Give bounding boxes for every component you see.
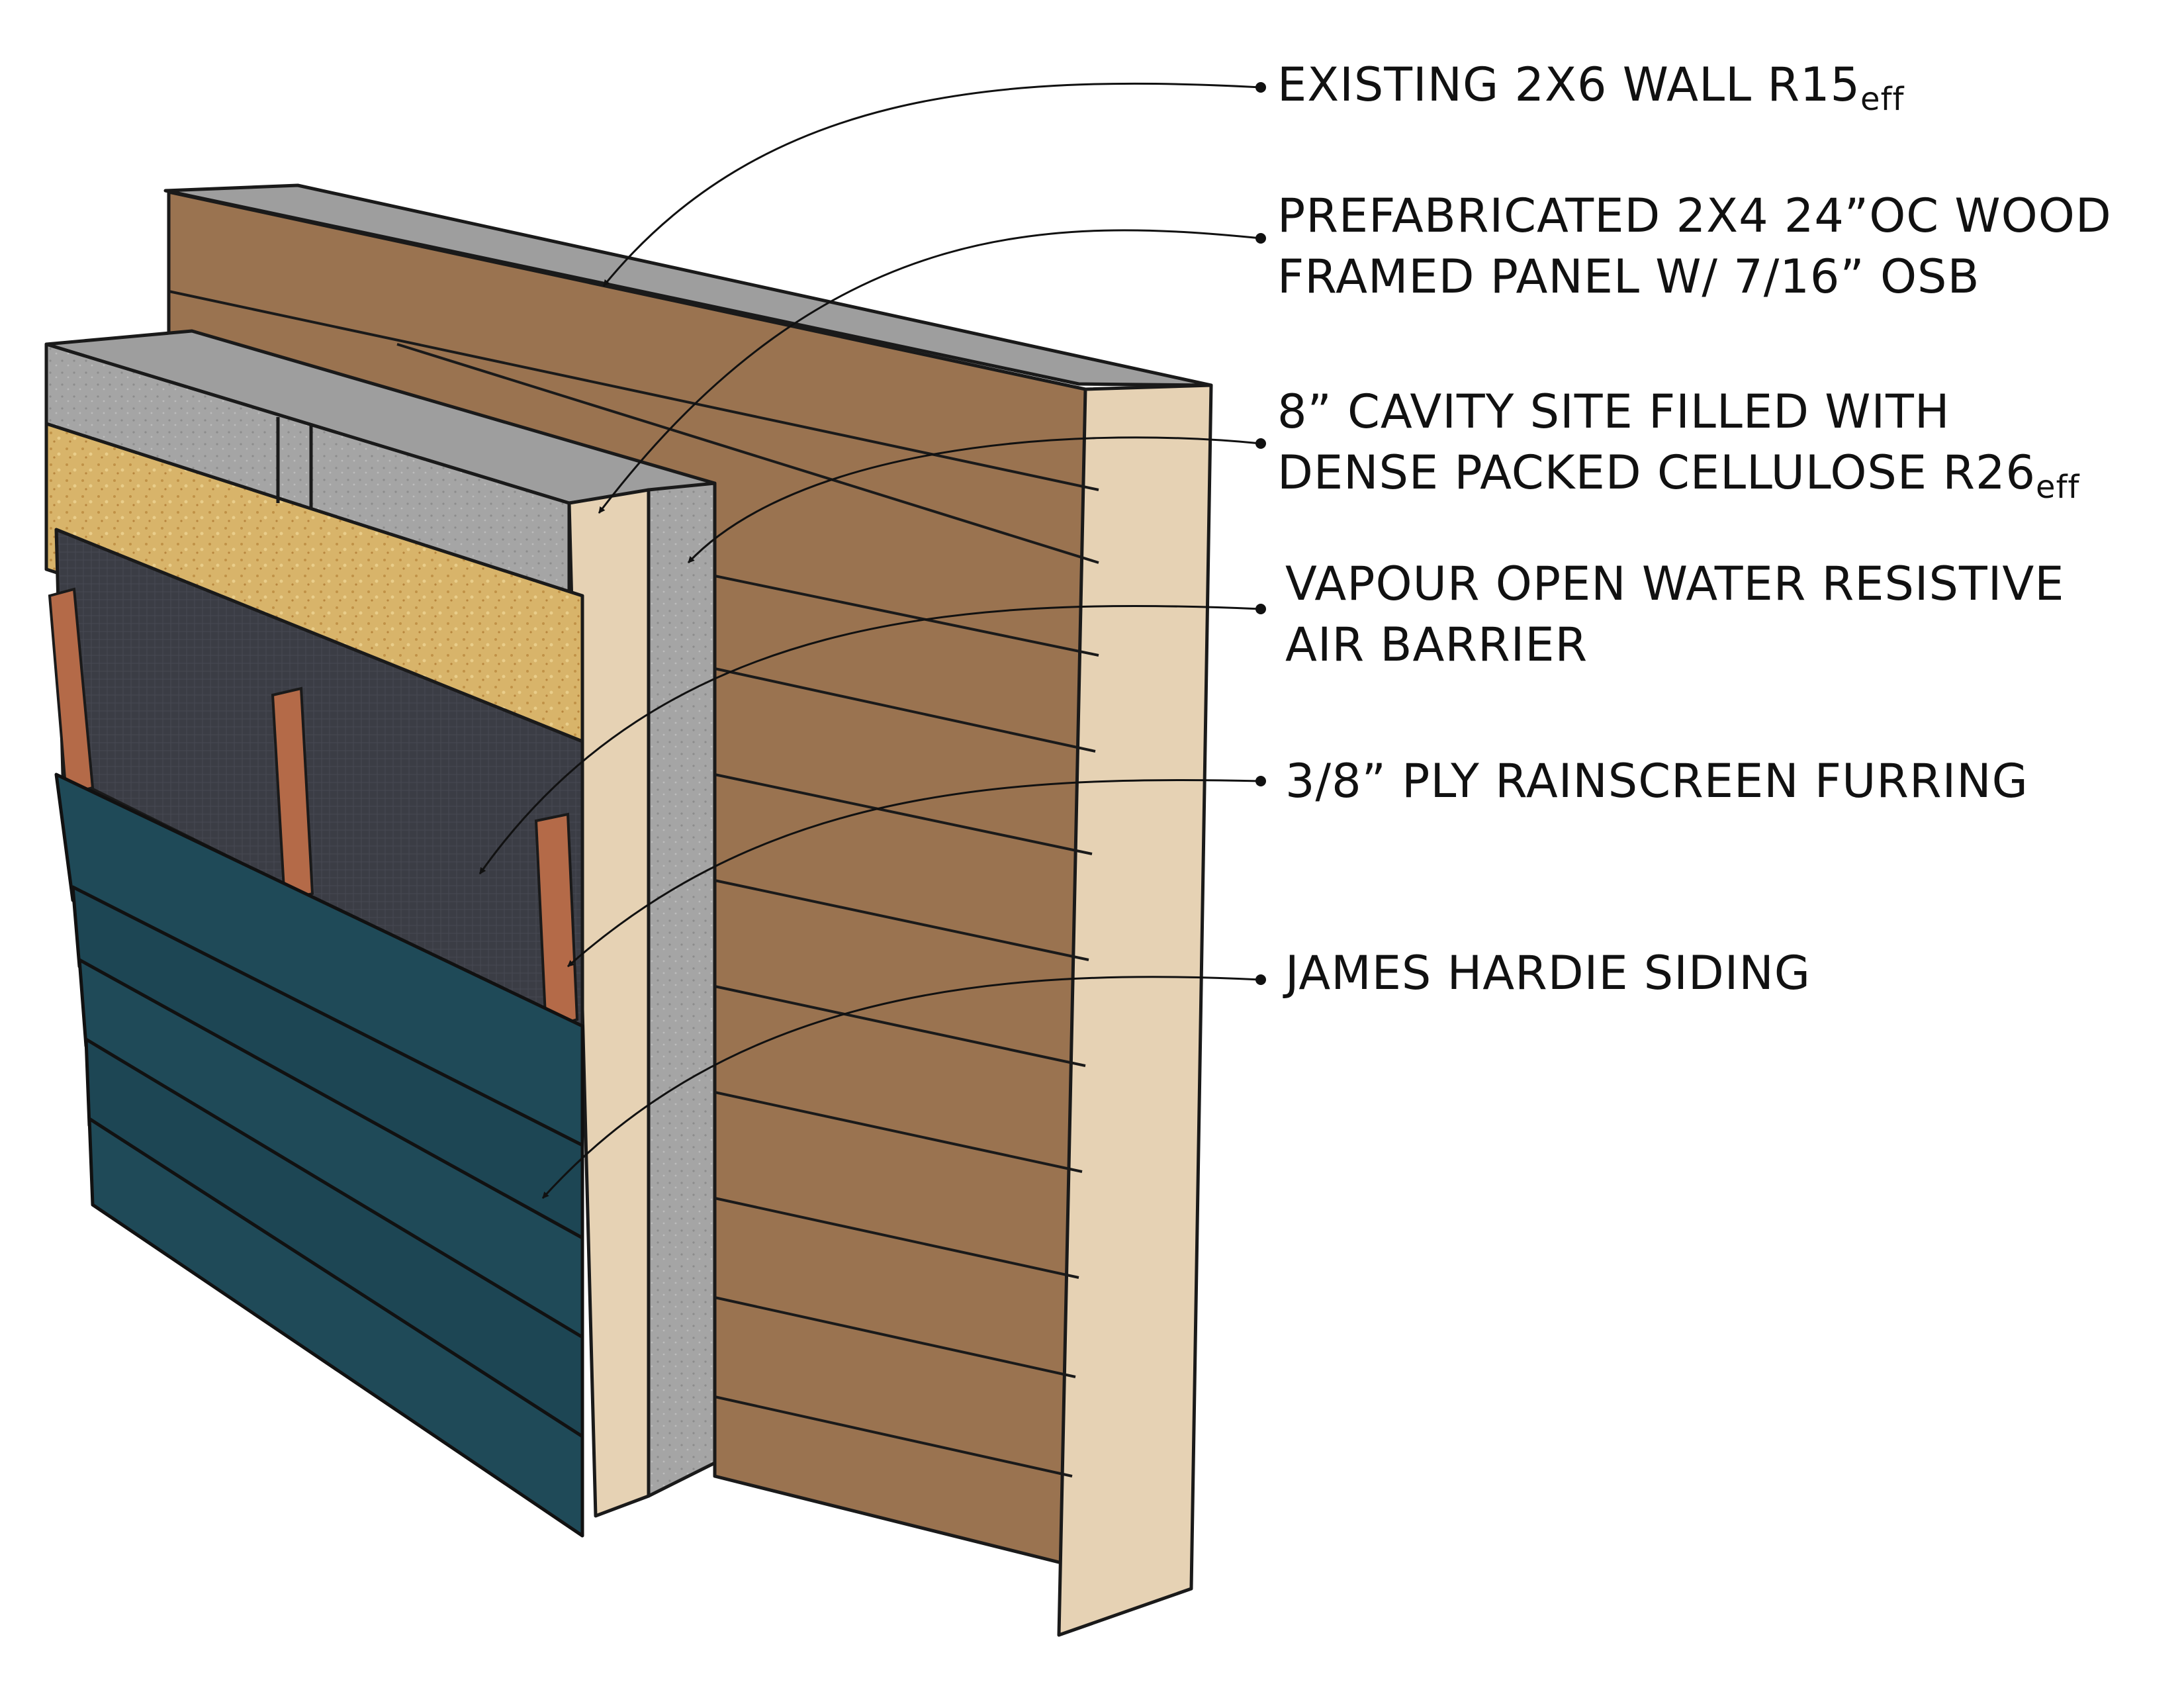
callout-text: PREFABRICATED 2X4 24”OC WOOD (1277, 189, 2112, 243)
existing-wall-end-stud (1057, 383, 1213, 1637)
callout-text: JAMES HARDIE SIDING (1285, 946, 1811, 1000)
existing-wall (163, 183, 1213, 1637)
furring-strip (271, 686, 314, 902)
callout-subscript: eff (2036, 469, 2080, 506)
callout-furring: 3/8” PLY RAINSCREEN FURRING (1285, 751, 2028, 812)
callout-text: FRAMED PANEL W/ 7/16” OSB (1277, 250, 1980, 304)
leader-air-barrier (478, 604, 1261, 874)
callout-siding: JAMES HARDIE SIDING (1285, 943, 1811, 1004)
siding-board (87, 1117, 584, 1538)
callout-text: DENSE PACKED CELLULOSE R26 (1277, 445, 2036, 500)
leader-siding (541, 976, 1261, 1199)
hardie-siding (54, 773, 584, 1538)
leader-cellulose (687, 436, 1261, 564)
furring-strip (534, 812, 579, 1031)
callout-text: VAPOUR OPEN WATER RESISTIVE (1285, 557, 2065, 611)
callout-text: 8” CAVITY SITE FILLED WITH (1277, 385, 1950, 439)
furring-strip (48, 587, 95, 796)
leader-furring (567, 778, 1261, 968)
leader-prefab-panel (598, 229, 1261, 514)
leader-existing-wall (602, 82, 1261, 287)
callout-prefab-panel: PREFABRICATED 2X4 24”OC WOOD FRAMED PANE… (1277, 185, 2112, 307)
existing-wall-siding-lines (168, 290, 1099, 1477)
leader-dots (1255, 82, 1266, 985)
callout-text: 3/8” PLY RAINSCREEN FURRING (1285, 754, 2028, 808)
callout-existing-wall: EXISTING 2X6 WALL R15eff (1277, 54, 1904, 115)
callout-text: AIR BARRIER (1285, 618, 1588, 672)
leader-lines (478, 82, 1261, 1199)
prefab-panel (44, 329, 717, 1518)
callout-cellulose: 8” CAVITY SITE FILLED WITH DENSE PACKED … (1277, 381, 2079, 503)
cellulose-end (647, 481, 717, 1498)
callout-text: EXISTING 2X6 WALL R15 (1277, 58, 1861, 112)
furring-strips (48, 587, 579, 1031)
callout-subscript: eff (1860, 81, 1905, 118)
callout-air-barrier: VAPOUR OPEN WATER RESISTIVE AIR BARRIER (1285, 553, 2065, 675)
